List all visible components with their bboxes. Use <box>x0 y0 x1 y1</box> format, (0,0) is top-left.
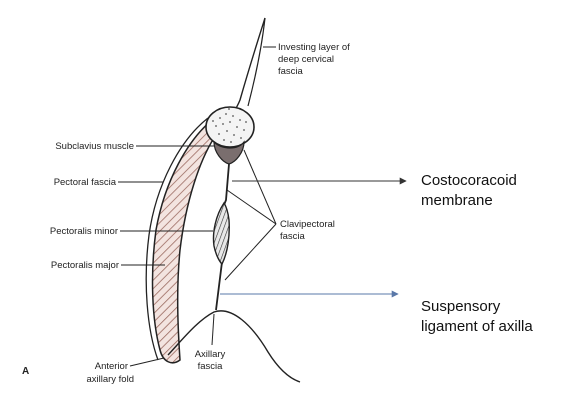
costocoracoid-label-1: Costocoracoid <box>421 172 517 189</box>
suspensory-label-1: Suspensory <box>421 298 501 315</box>
clavicle-stipple <box>212 108 247 143</box>
clavipectoral-label-2: fascia <box>280 231 306 242</box>
investing-layer-label-1: Investing layer of <box>278 42 350 53</box>
leader-anterior-fold <box>129 357 165 367</box>
leader-clavipectoral-2 <box>226 189 277 225</box>
investing-fascia-layer <box>229 17 266 119</box>
clavicle-shape <box>205 106 255 148</box>
anterior-axillary-fold-label-1: Anterior <box>95 361 128 372</box>
clavipectoral-label-1: Clavipectoral <box>280 219 335 230</box>
panel-letter: A <box>22 366 29 377</box>
suspensory-label-2: ligament of axilla <box>421 318 533 335</box>
axillary-fascia-curve <box>167 310 301 383</box>
subclavius-label: Subclavius muscle <box>55 141 134 152</box>
leader-axillary-fascia <box>211 313 215 346</box>
pectoral-fascia-label: Pectoral fascia <box>54 177 117 188</box>
subclavius-muscle-shape <box>213 140 245 165</box>
axillary-fascia-label-2: fascia <box>198 361 224 372</box>
anterior-axillary-fold-label-2: axillary fold <box>86 374 134 385</box>
pectoralis-minor-shape <box>212 201 230 266</box>
investing-layer-label-3: fascia <box>278 66 304 77</box>
leader-clavipectoral-3 <box>224 223 277 281</box>
pectoralis-minor-label: Pectoralis minor <box>50 226 118 237</box>
costocoracoid-label-2: membrane <box>421 192 493 209</box>
investing-layer-label-2: deep cervical <box>278 54 334 65</box>
investing-fascia-layer-outer <box>247 17 266 107</box>
pectoralis-major-shape <box>151 118 215 364</box>
axillary-fascia-label-1: Axillary <box>195 349 226 360</box>
leader-clavipectoral-1 <box>243 149 277 225</box>
pectoral-fascia-line <box>145 117 209 361</box>
pectoralis-major-label: Pectoralis major <box>51 260 119 271</box>
